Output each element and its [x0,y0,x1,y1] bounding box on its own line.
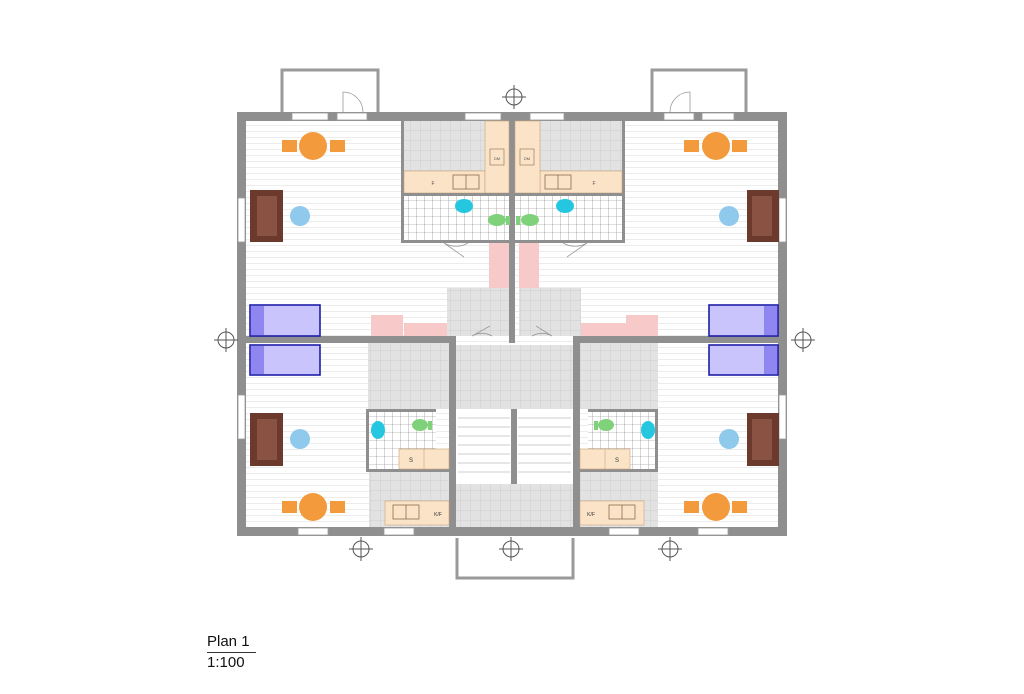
storage-label-right: S [615,458,619,464]
interior-walls [246,121,779,527]
sink-icon-right [556,199,574,213]
kitchen-label-right: K/F [587,512,595,518]
bathroom-bottom-right: S [579,412,655,470]
sink-icon-bl [371,421,385,439]
section-markers [214,85,815,561]
plan-title: Plan 1 [207,633,256,653]
kitchen-bottom-right: K/F [579,472,658,527]
kitchen-top-right: F DM [514,120,623,194]
kitchen-top-left: F DM [403,120,510,194]
dishwasher-label: DM [494,156,500,161]
windows [237,112,787,536]
toilet-icon-bl [412,419,428,431]
plan-scale: 1:100 [207,654,245,671]
staircase [456,345,573,527]
sofa-cushions [257,196,772,460]
plan-caption: Plan 1 1:100 [207,633,256,672]
doors [342,91,691,337]
sink-icon-br [641,421,655,439]
dining-tables [282,132,747,521]
storage-label: S [409,458,413,464]
pillows [251,306,777,374]
bathroom-top-left [404,193,510,240]
lamps [290,206,739,449]
dishwasher-label-right: DM [524,156,530,161]
toilet-icon-right [521,214,539,226]
fridge-label: F [431,181,434,187]
exterior-walls [237,112,787,536]
sink-icon [455,199,473,213]
bathroom-bottom-left: S [369,412,450,470]
kitchen-label: K/F [434,512,442,518]
balconies [280,68,748,580]
toilet-icon-br [598,419,614,431]
bathroom-top-right [515,193,622,240]
entry-tiles [368,288,658,409]
toilet-icon [488,214,506,226]
kitchen-bottom-left: K/F [369,472,450,527]
fridge-label-right: F [592,181,595,187]
